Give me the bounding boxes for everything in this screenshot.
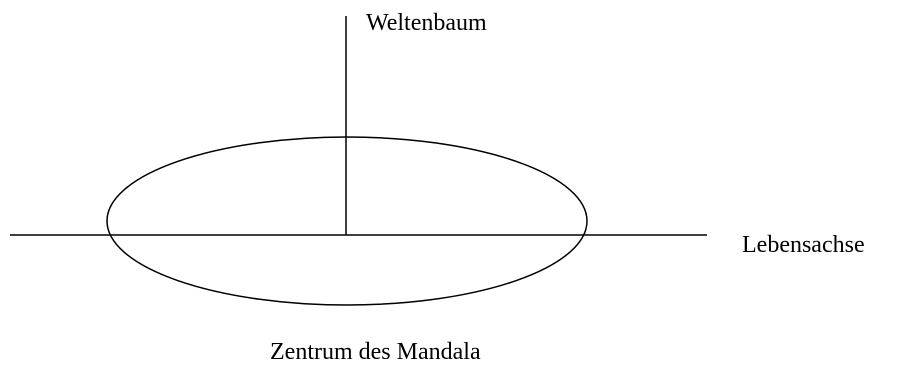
label-weltenbaum: Weltenbaum xyxy=(366,10,487,36)
label-lebensachse: Lebensachse xyxy=(742,232,865,258)
mandala-ellipse xyxy=(106,136,588,306)
label-zentrum-des-mandala: Zentrum des Mandala xyxy=(270,339,481,365)
